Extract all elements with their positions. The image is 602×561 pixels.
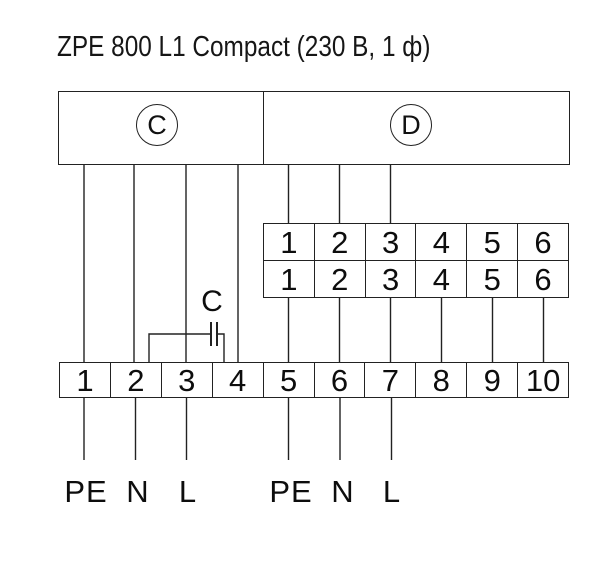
terminal-cell: 8 bbox=[416, 363, 468, 397]
connector-block: 1 2 3 4 5 6 1 2 3 4 5 6 bbox=[263, 223, 569, 298]
terminal-cell: 5 bbox=[264, 363, 315, 397]
module-box: C D bbox=[58, 91, 570, 165]
capacitor-label: C bbox=[201, 285, 223, 318]
connector-cell: 2 bbox=[315, 261, 366, 297]
wires-terminals-to-labels bbox=[83, 398, 393, 460]
connector-cell: 4 bbox=[416, 224, 468, 260]
terminal-cell: 4 bbox=[213, 363, 264, 397]
connector-cell: 1 bbox=[264, 224, 315, 260]
connector-cell: 3 bbox=[366, 224, 417, 260]
module-c-circle: C bbox=[136, 104, 178, 146]
connector-cell: 6 bbox=[534, 261, 552, 297]
capacitor-symbol bbox=[148, 322, 225, 362]
wires-connector-to-terminals bbox=[287, 298, 545, 362]
module-c-label: C bbox=[147, 109, 167, 140]
terminal-cell: 1 bbox=[60, 363, 111, 397]
connector-cell: 6 bbox=[534, 224, 552, 260]
connector-cell: 2 bbox=[315, 224, 366, 260]
wire-label-pe-left: PE bbox=[64, 474, 108, 509]
module-d-label: D bbox=[401, 109, 421, 140]
terminal-strip: 1 2 3 4 5 6 7 8 9 10 bbox=[59, 362, 569, 398]
wire-label-l-right: L bbox=[382, 474, 402, 509]
terminal-cell: 9 bbox=[467, 363, 519, 397]
wires-module-c-to-terminals bbox=[83, 165, 239, 362]
connector-cell: 5 bbox=[467, 261, 519, 297]
diagram-title: ZPE 800 L1 Compact (230 В, 1 ф) bbox=[57, 31, 431, 63]
connector-row-bottom: 1 2 3 4 5 6 bbox=[264, 261, 568, 297]
wire-label-pe-right: PE bbox=[269, 474, 313, 509]
wire-label-l-left: L bbox=[178, 474, 198, 509]
connector-cell: 3 bbox=[366, 261, 417, 297]
connector-cell: 1 bbox=[264, 261, 315, 297]
connector-row-top: 1 2 3 4 5 6 bbox=[264, 224, 568, 261]
connector-cell: 5 bbox=[467, 224, 519, 260]
terminal-cell: 6 bbox=[315, 363, 366, 397]
terminal-cell: 10 bbox=[525, 362, 561, 398]
wire-label-n-left: N bbox=[126, 474, 150, 509]
terminal-cell: 2 bbox=[111, 363, 162, 397]
module-divider bbox=[262, 92, 264, 164]
terminal-cell: 3 bbox=[162, 363, 213, 397]
module-d-circle: D bbox=[390, 104, 432, 146]
wires-module-d-to-connector bbox=[287, 165, 392, 223]
connector-cell: 4 bbox=[416, 261, 468, 297]
wire-label-n-right: N bbox=[331, 474, 355, 509]
terminal-cell: 7 bbox=[365, 363, 417, 397]
